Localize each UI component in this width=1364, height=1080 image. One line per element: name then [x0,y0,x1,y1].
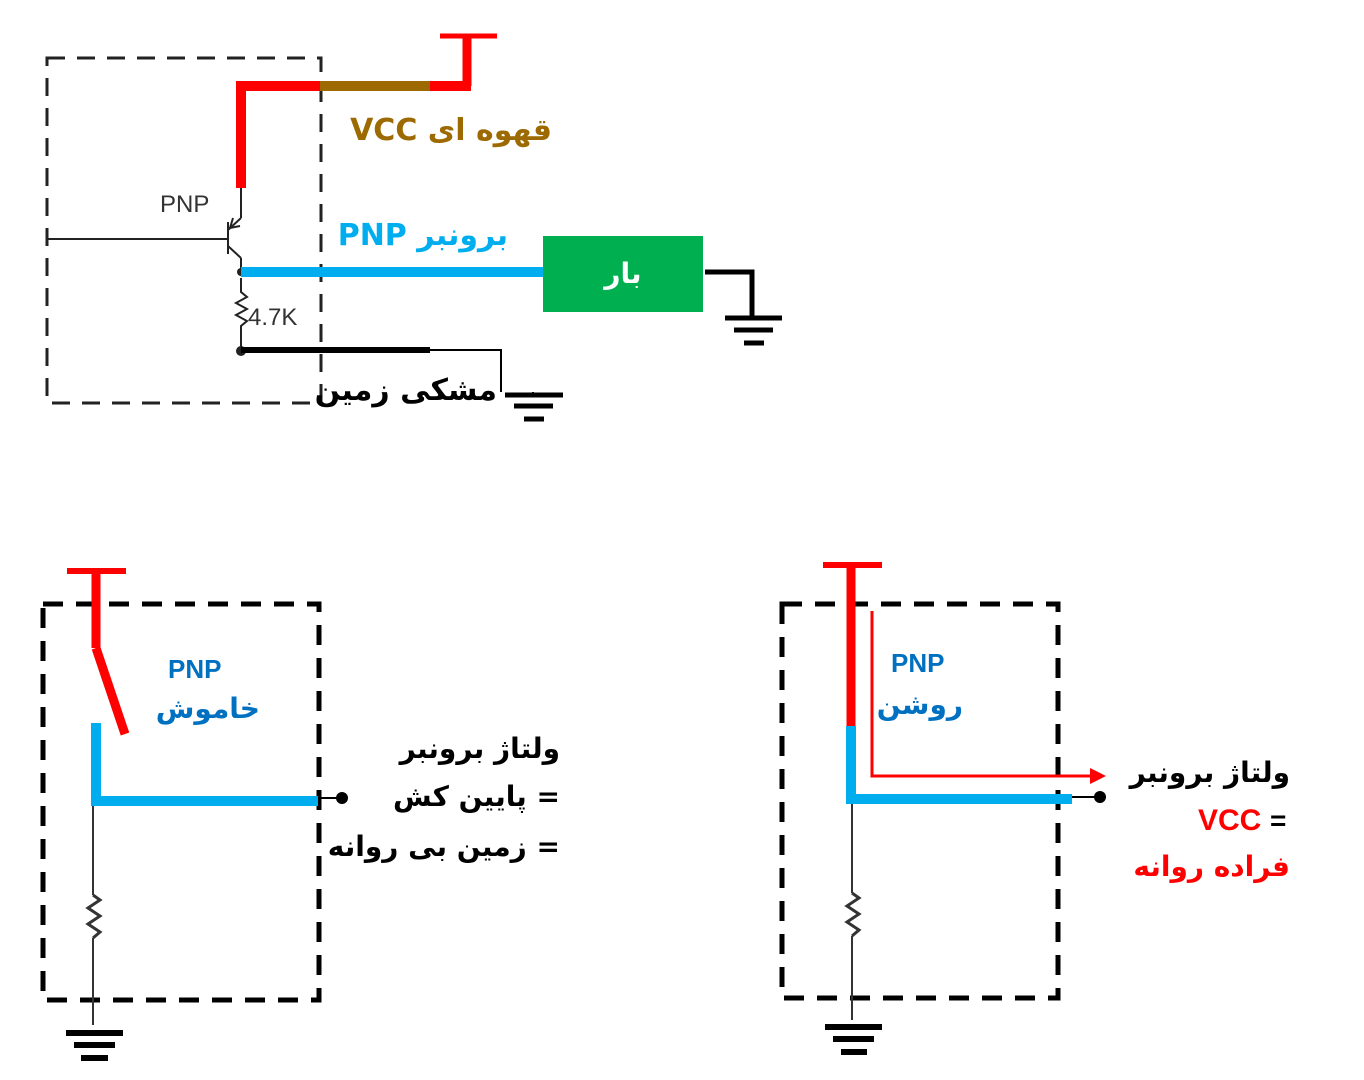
top-diagram: قهوه ای VCC PNP برونبر PNP 4.7K م [45,33,782,422]
left-output-wire-blue [91,723,318,806]
pnp-transistor-symbol [48,188,242,270]
right-output-wire-blue [846,726,1072,804]
left-state-label: خاموش [156,692,260,725]
ground-icon [505,392,563,422]
load-label: بار [602,257,641,290]
resistor-label: 4.7K [248,304,297,331]
left-state-title: PNP [168,654,221,684]
ground-wire-label: مشکی زمین [315,373,497,408]
left-output-text-line2: = پایین کش [393,780,560,813]
right-ground-icon [825,1024,882,1055]
right-current-flow-arrow [870,611,1090,778]
ground-wire-thin [430,349,502,392]
load-box [543,236,703,312]
right-output-eq-sign: = [1270,805,1286,836]
right-arrow-head-icon [1090,768,1106,784]
vcc-wire-label: قهوه ای VCC [350,113,552,148]
right-output-text-line3: فراده روانه [1133,850,1290,883]
right-state-title: PNP [891,648,944,678]
resistor-4-7k-icon [233,278,250,350]
load-ground-icon [725,315,782,346]
left-housing-outline [40,601,322,1003]
right-diagram-on: PNP روشن ولتاژ برونبر = VCC فراده روانه [779,562,1290,1055]
load-ground-wire [705,269,755,318]
left-output-terminal-dot [336,792,348,804]
left-diagram-off: PNP خاموش ولتاژ برونبر = پایین کش = زمین… [40,568,560,1061]
left-open-switch [91,646,130,736]
right-output-terminal-dot [1094,791,1106,803]
left-output-text-line3: = زمین بی روانه [328,830,560,863]
left-ground-icon [66,1030,123,1061]
left-resistor-icon [85,893,103,940]
transistor-label: PNP [160,191,209,218]
right-output-vcc-value: VCC [1198,804,1261,837]
vcc-wire-red [236,81,320,188]
right-output-text-line1: ولتاژ برونبر [1128,756,1290,789]
left-output-text-line1: ولتاژ برونبر [398,732,560,765]
sensor-housing-outline [45,56,323,405]
right-state-label: روشن [877,688,963,721]
right-resistor-icon [844,891,862,938]
output-wire-label: برونبر PNP [338,218,508,253]
